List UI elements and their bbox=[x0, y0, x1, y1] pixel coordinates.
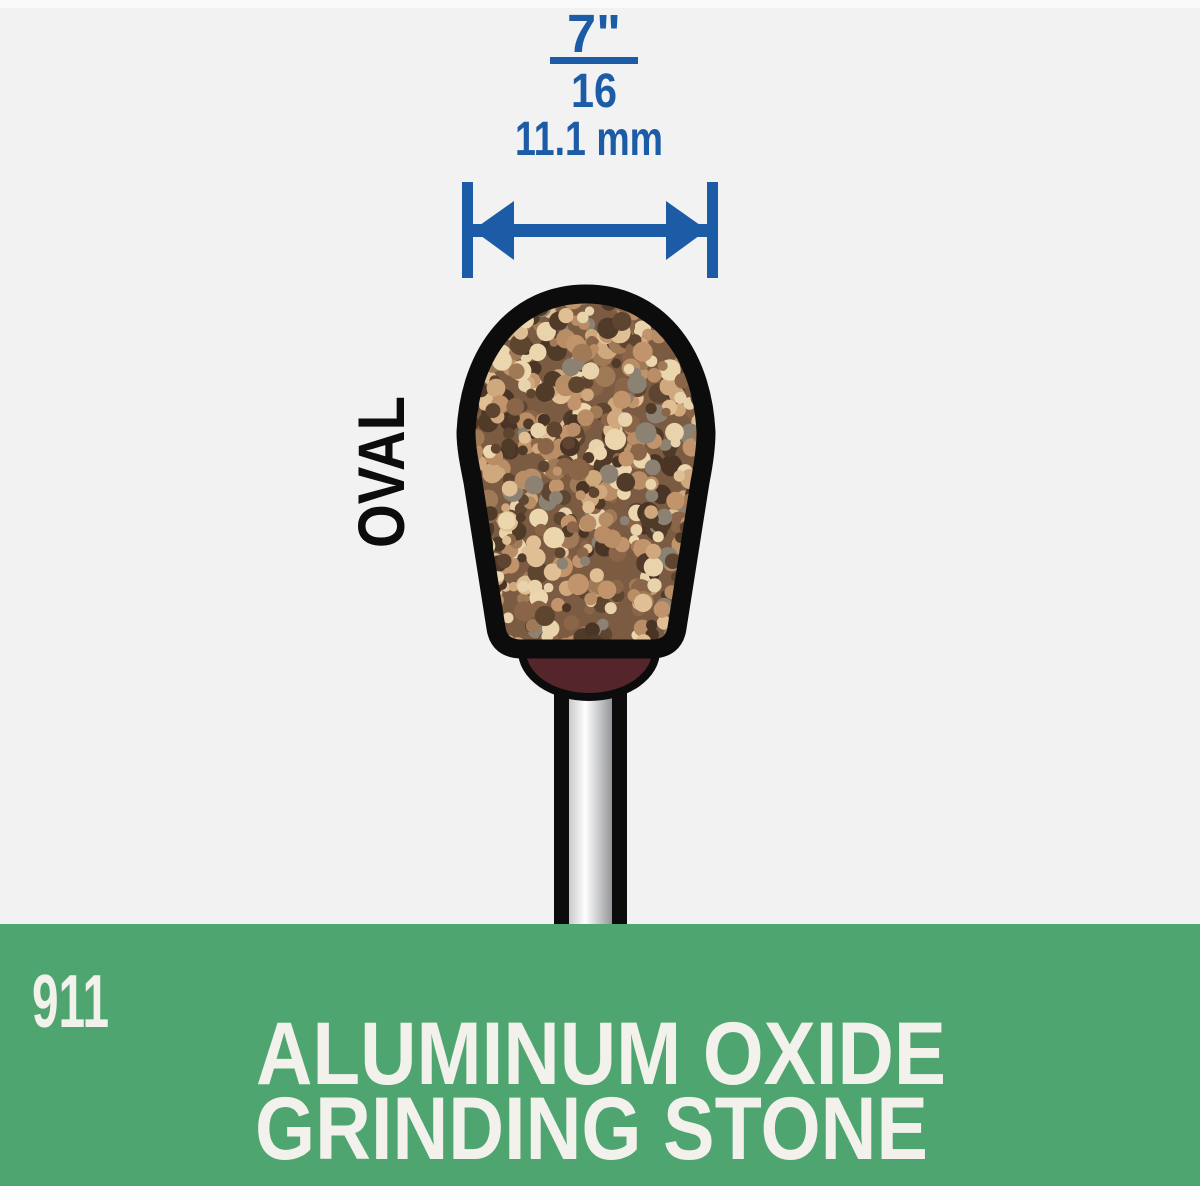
product-title-line2: GRINDING STONE bbox=[255, 1078, 928, 1178]
grinding-stone bbox=[456, 284, 716, 659]
arrow-left-endbar bbox=[462, 182, 473, 278]
shank bbox=[554, 660, 627, 924]
dimension-denominator: 16 bbox=[571, 65, 617, 118]
shank-metal bbox=[569, 660, 612, 924]
arrow-left-head bbox=[473, 201, 514, 260]
banner: 911 ALUMINUM OXIDE GRINDING STONE bbox=[0, 924, 1200, 1186]
arrow-right-endbar bbox=[707, 182, 718, 278]
model-number: 911 bbox=[32, 959, 109, 1043]
dimension-annotation: 7" 16 11.1 mm bbox=[515, 4, 663, 166]
shape-label: OVAL bbox=[344, 396, 418, 548]
stone-outline bbox=[456, 284, 716, 659]
fraction-bar bbox=[550, 57, 638, 64]
product-title-line1: ALUMINUM OXIDE bbox=[256, 1003, 946, 1103]
bottom-border-strip bbox=[0, 1186, 1200, 1200]
dimension-numerator: 7" bbox=[567, 4, 621, 64]
top-border-strip bbox=[0, 0, 1200, 8]
dimension-metric: 11.1 mm bbox=[515, 113, 663, 166]
arrow-shaft bbox=[472, 224, 708, 237]
arrow-right-head bbox=[666, 201, 707, 260]
banner-background bbox=[0, 924, 1200, 1186]
width-arrow bbox=[462, 182, 718, 278]
